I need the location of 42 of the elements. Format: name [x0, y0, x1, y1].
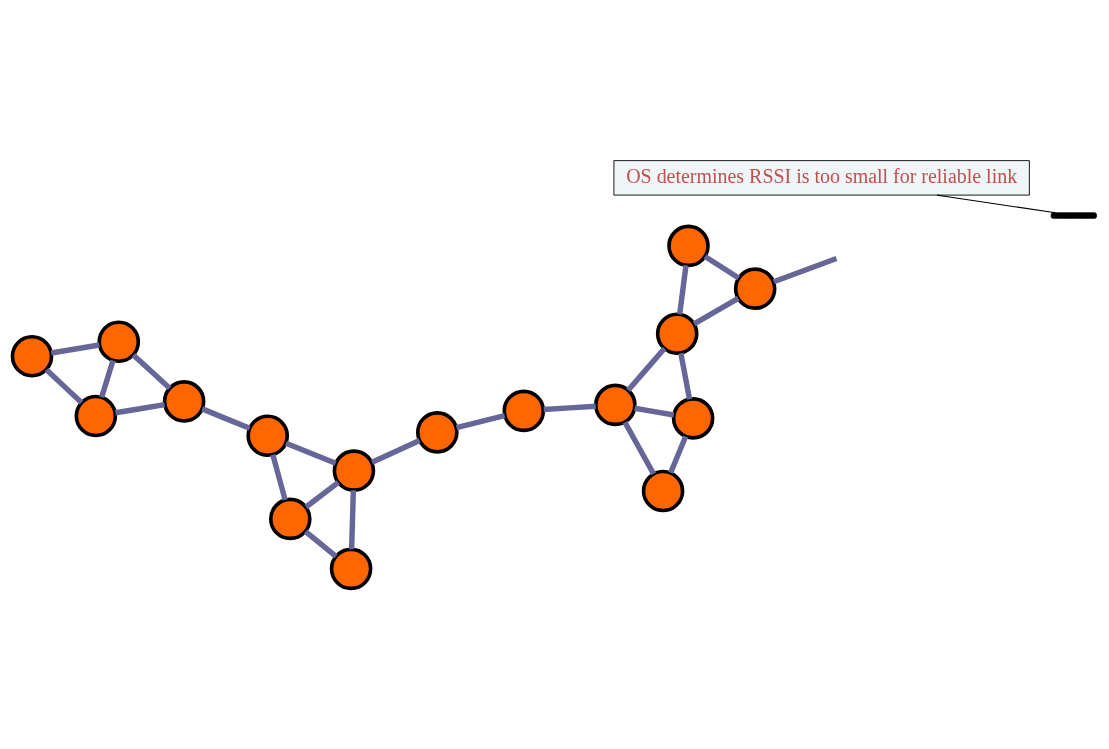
connector: [131, 353, 172, 391]
node-circle: [655, 312, 699, 356]
node-box: OS determines RSSI is too small for reliable link: [613, 160, 1030, 196]
connector: [285, 440, 337, 466]
connector: [543, 403, 596, 413]
connector: [668, 435, 689, 474]
node-circle: [97, 320, 141, 364]
node-circle: [641, 469, 685, 513]
node-circle: [268, 497, 312, 541]
node-circle: [733, 267, 777, 310]
node-circle: [667, 224, 710, 268]
connector: [370, 438, 421, 465]
node-circle: [74, 394, 118, 438]
connector: [455, 413, 506, 431]
connector: [703, 254, 741, 281]
node-circle: [332, 449, 376, 492]
node-circle: [502, 389, 546, 433]
node-circle: [671, 397, 715, 440]
connector: [115, 401, 166, 416]
connector: [678, 352, 693, 400]
node-circle: [329, 547, 373, 591]
node-circle: [162, 380, 206, 423]
connector: [622, 421, 656, 476]
node-circle: [246, 414, 290, 458]
connector: [936, 194, 1057, 214]
connector: [626, 346, 667, 392]
connector: [303, 529, 338, 559]
connector: [201, 406, 251, 431]
node-circle: [416, 411, 459, 454]
connector: [304, 480, 340, 510]
node-circle: [594, 383, 637, 427]
connector: [99, 359, 116, 399]
node-circle: [10, 334, 54, 378]
connector: [772, 255, 838, 285]
connector: [44, 367, 84, 405]
connector: [270, 453, 288, 501]
connector: [677, 265, 689, 315]
connector: [348, 490, 357, 550]
node-arc: [1050, 212, 1097, 219]
connector: [692, 296, 740, 327]
connector: [634, 405, 675, 418]
connector: [50, 342, 100, 356]
